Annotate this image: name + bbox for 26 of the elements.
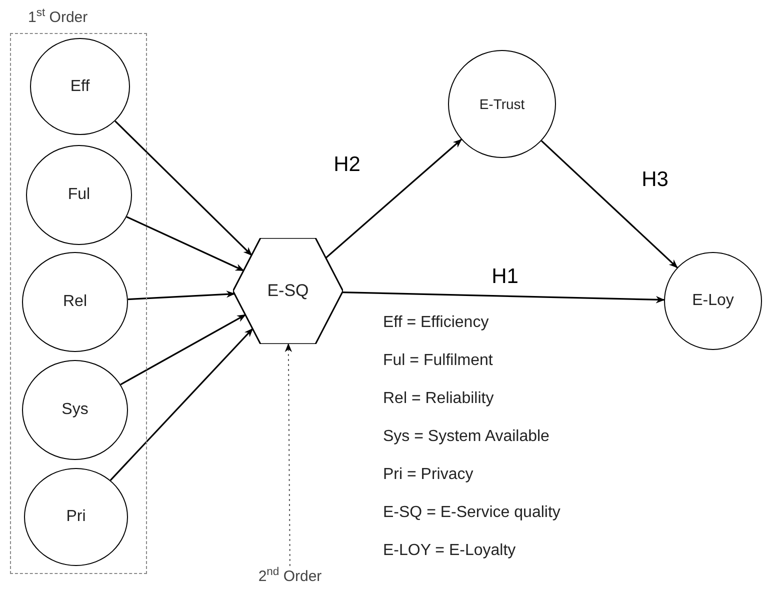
abbreviation-definition: Rel = Reliability: [383, 389, 494, 409]
arrow: [114, 120, 252, 256]
construct-name: E-Loy: [692, 291, 734, 311]
group-heading: 1$^{st}$ Order: [28, 8, 88, 28]
dotted-arrow: [284, 343, 292, 566]
construct-name: Sys: [62, 400, 88, 420]
arrow: [540, 140, 678, 268]
abbreviation-definition: Pri = Privacy: [383, 465, 474, 485]
arrow: [120, 314, 246, 386]
arrow: [128, 290, 236, 300]
construct-name: Pri: [66, 507, 86, 527]
arrow: [342, 291, 665, 304]
construct-name: E-Trust: [479, 94, 525, 114]
arrow: [110, 328, 254, 481]
abbreviation-definition: Ful = Fulfilment: [383, 351, 493, 371]
construct-name: Rel: [62, 292, 87, 312]
arrow: [325, 138, 462, 259]
order-label: 2$^{nd}$ Order: [258, 566, 322, 587]
abbreviation-definition: E-SQ = E-Service quality: [383, 503, 560, 523]
construct-name: Eff: [70, 76, 90, 96]
abbreviation-definition: E-LOY = E-Loyalty: [383, 541, 516, 561]
abbreviation-definition: Eff = Efficiency: [383, 313, 489, 333]
construct-name: E-SQ: [267, 280, 309, 302]
construct-name: Ful: [68, 185, 90, 205]
abbreviation-definition: Sys = System Available: [383, 427, 550, 447]
arrow: [126, 216, 244, 272]
